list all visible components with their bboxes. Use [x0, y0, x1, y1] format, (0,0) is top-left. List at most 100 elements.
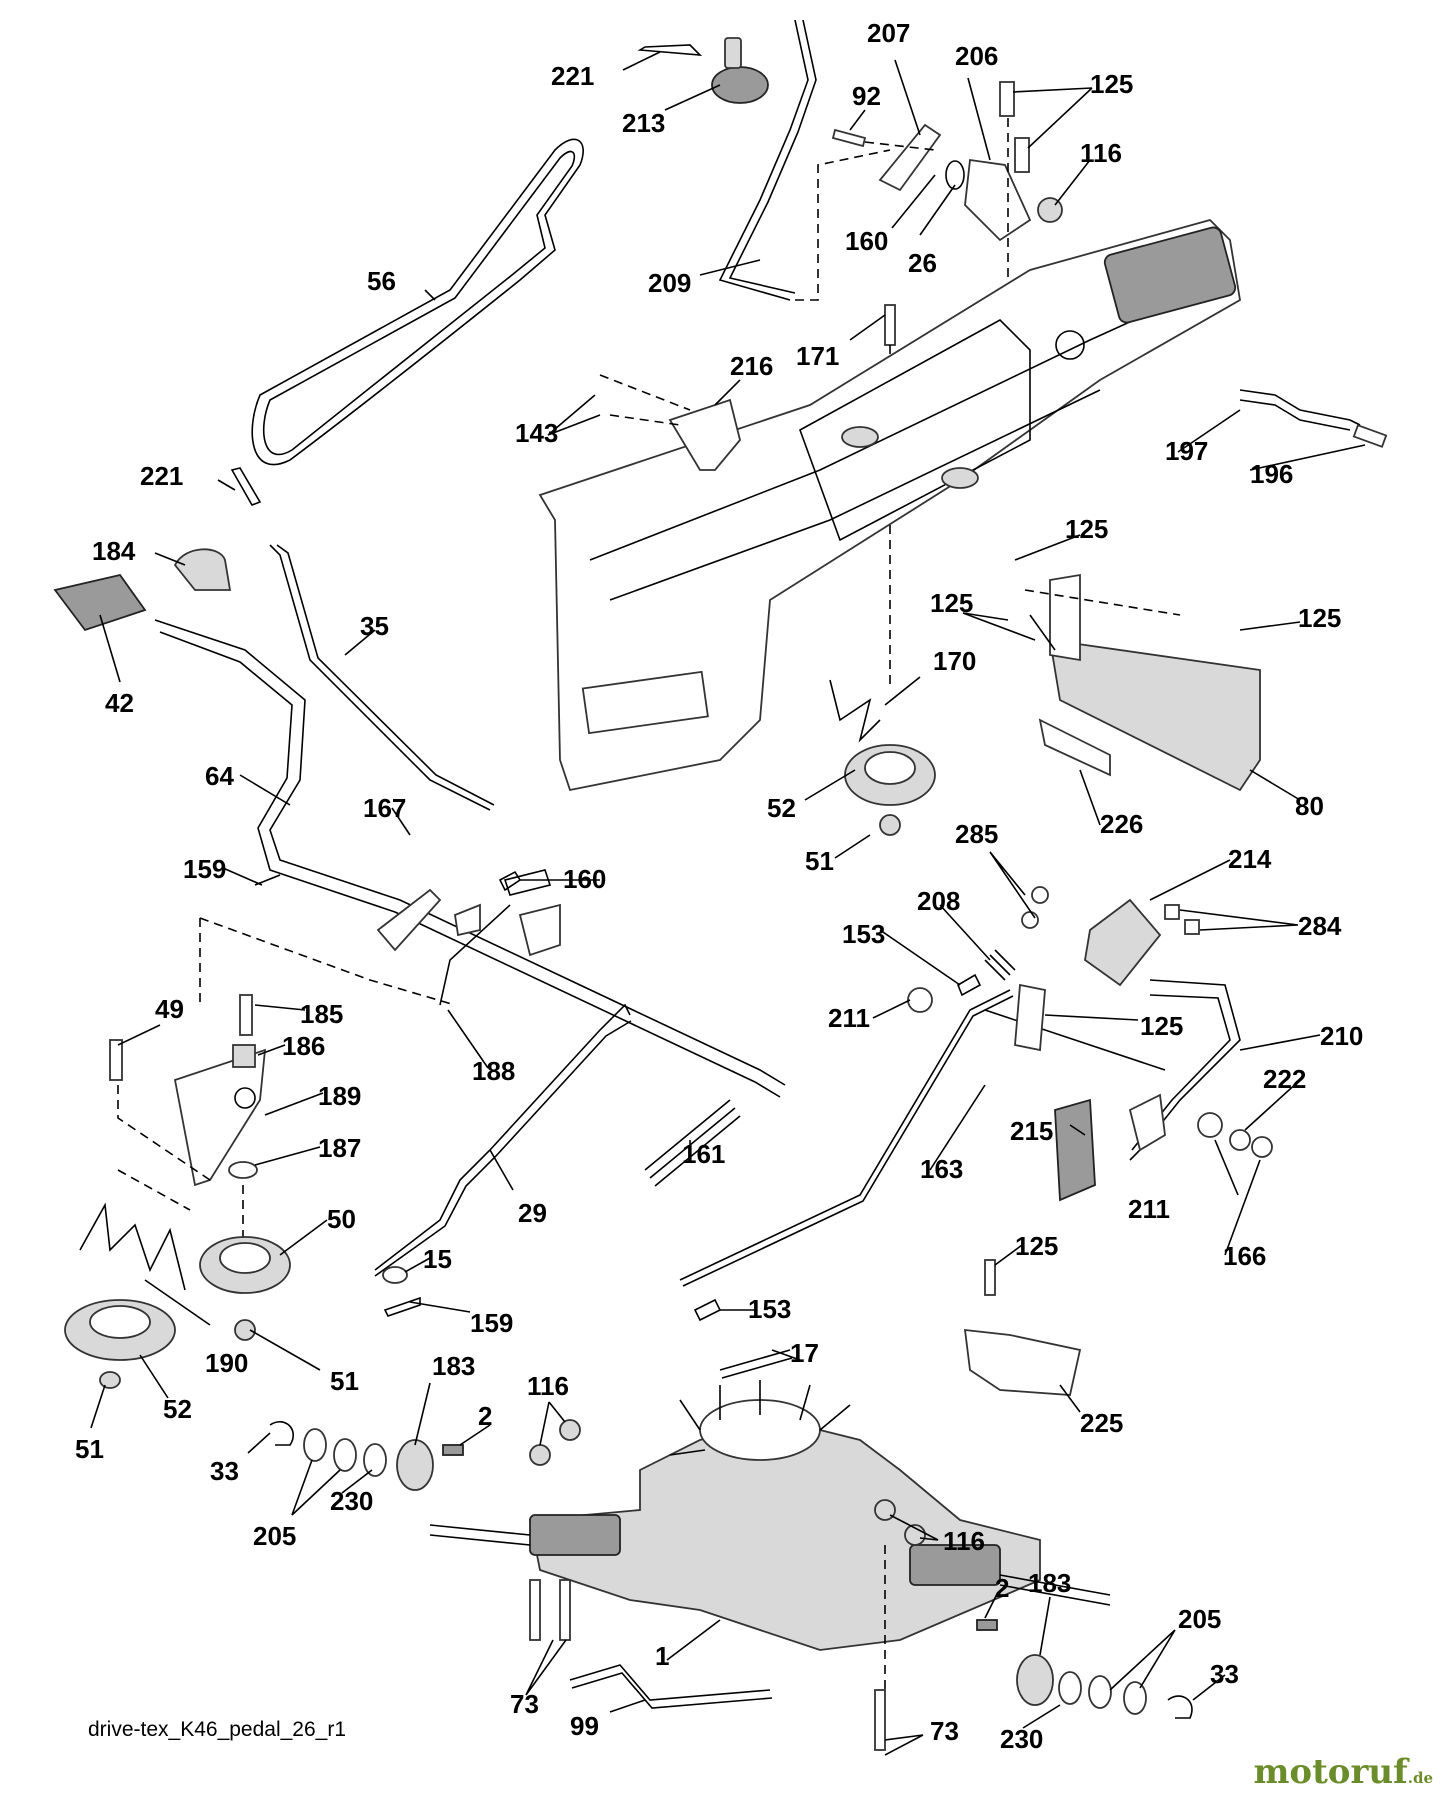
bushing-211-a: [907, 987, 933, 1013]
callout-label: 188: [472, 1056, 515, 1086]
callout-label: 196: [1250, 459, 1293, 489]
pedal-arm-210: [1129, 979, 1241, 1161]
spring-26: [945, 160, 965, 190]
nut-116-l2: [559, 1419, 581, 1441]
washer-230-left: [363, 1443, 387, 1477]
callout-label: 125: [1298, 603, 1341, 633]
callout-label: 15: [423, 1244, 452, 1274]
callout-label: 160: [563, 864, 606, 894]
callout-label: 92: [852, 81, 881, 111]
part-drawings: [53, 19, 1388, 1751]
bolt-196: [1352, 424, 1388, 448]
callout-label: 2: [478, 1401, 492, 1431]
callout-label: 167: [363, 793, 406, 823]
rod-99: [569, 1664, 771, 1701]
callout-label: 214: [1228, 844, 1272, 874]
callout-label: 211: [1128, 1194, 1170, 1224]
knob-184: [173, 548, 232, 591]
callout-label: 42: [105, 688, 134, 718]
callout-label: 225: [1080, 1408, 1123, 1438]
callout-label: 285: [955, 819, 998, 849]
rod-35: [269, 544, 491, 811]
rod-197: [1239, 389, 1361, 426]
callout-label: 33: [210, 1456, 239, 1486]
callout-label: 186: [282, 1031, 325, 1061]
callout-label: 143: [515, 418, 558, 448]
washer-205-l2: [303, 1428, 327, 1462]
callout-label: 1: [655, 1641, 669, 1671]
callout-label: 29: [518, 1198, 547, 1228]
bracket-216: [668, 398, 741, 471]
bushing-183-right: [1016, 1654, 1054, 1706]
bushing-211-b: [1197, 1112, 1223, 1138]
callout-label: 210: [1320, 1021, 1363, 1051]
callout-label: 125: [1140, 1011, 1183, 1041]
bolt-49: [109, 1039, 123, 1081]
bolt-285-b: [1021, 911, 1039, 929]
clip-284-b: [1184, 919, 1200, 935]
nut-116-l1: [529, 1444, 551, 1466]
nut-51-mid: [234, 1319, 256, 1341]
bolt-125-a: [999, 81, 1015, 117]
washer-205-r2: [1123, 1681, 1147, 1715]
callout-label: 33: [1210, 1659, 1239, 1689]
callout-label: 51: [805, 846, 834, 876]
bushing-183-left: [396, 1439, 434, 1491]
bolt-185: [239, 994, 253, 1036]
washer-15: [382, 1266, 408, 1284]
clip-33-right: [1167, 1695, 1193, 1719]
bracket-80: [1048, 638, 1261, 792]
callout-label: 50: [327, 1204, 356, 1234]
callout-label: 163: [920, 1154, 963, 1184]
callout-label: 230: [330, 1486, 373, 1516]
washer-222: [1229, 1129, 1251, 1151]
callout-label: 189: [318, 1081, 361, 1111]
callout-label: 64: [205, 761, 234, 791]
key-2-left: [442, 1444, 464, 1456]
spring-17: [719, 1349, 793, 1379]
callout-label: 183: [1028, 1568, 1071, 1598]
bracket-225: [963, 1328, 1082, 1396]
callout-label: 215: [1010, 1116, 1053, 1146]
callout-label: 185: [300, 999, 343, 1029]
callout-label: 209: [648, 268, 691, 298]
drive-belt: [251, 138, 584, 466]
rod-188: [439, 904, 511, 1006]
callout-label: 125: [1090, 69, 1133, 99]
callout-label: 116: [1080, 138, 1122, 168]
knob-213: [711, 66, 769, 104]
pin-153-low: [693, 1298, 722, 1322]
clip-221-top: [637, 44, 703, 56]
rod-29: [374, 1003, 631, 1271]
callout-label: 116: [527, 1371, 569, 1401]
callout-label: 160: [845, 226, 888, 256]
pin-92: [831, 128, 867, 148]
callout-label: 197: [1165, 436, 1208, 466]
callout-label: 116: [943, 1526, 985, 1556]
washer-205-r1: [1088, 1675, 1112, 1709]
nut-116-r1: [874, 1499, 896, 1521]
spring-208: [984, 949, 1016, 981]
callout-label: 159: [183, 854, 226, 884]
callout-label: 221: [140, 461, 183, 491]
callout-label: 211: [828, 1003, 870, 1033]
nut-51-bottom: [99, 1371, 121, 1389]
washer-230-right: [1058, 1671, 1082, 1705]
callout-label: 226: [1100, 809, 1143, 839]
callout-label: 171: [796, 341, 839, 371]
spring-170: [829, 679, 881, 743]
pin-153-mid: [957, 973, 982, 997]
callout-label: 206: [955, 41, 998, 71]
bracket-226: [1038, 718, 1111, 777]
callout-label: 51: [75, 1434, 104, 1464]
key-2-right: [976, 1619, 998, 1631]
bolt-73-l1: [529, 1579, 541, 1641]
callout-label: 161: [682, 1139, 725, 1169]
callout-labels: 221 213 207 92 206 125 116 160 26 209 56…: [75, 18, 1363, 1754]
callout-label: 222: [1263, 1064, 1306, 1094]
bolt-73-r: [874, 1689, 886, 1751]
transaxle-1: [429, 1380, 1111, 1651]
callout-label: 125: [1065, 514, 1108, 544]
bolt-285-a: [1031, 886, 1049, 904]
